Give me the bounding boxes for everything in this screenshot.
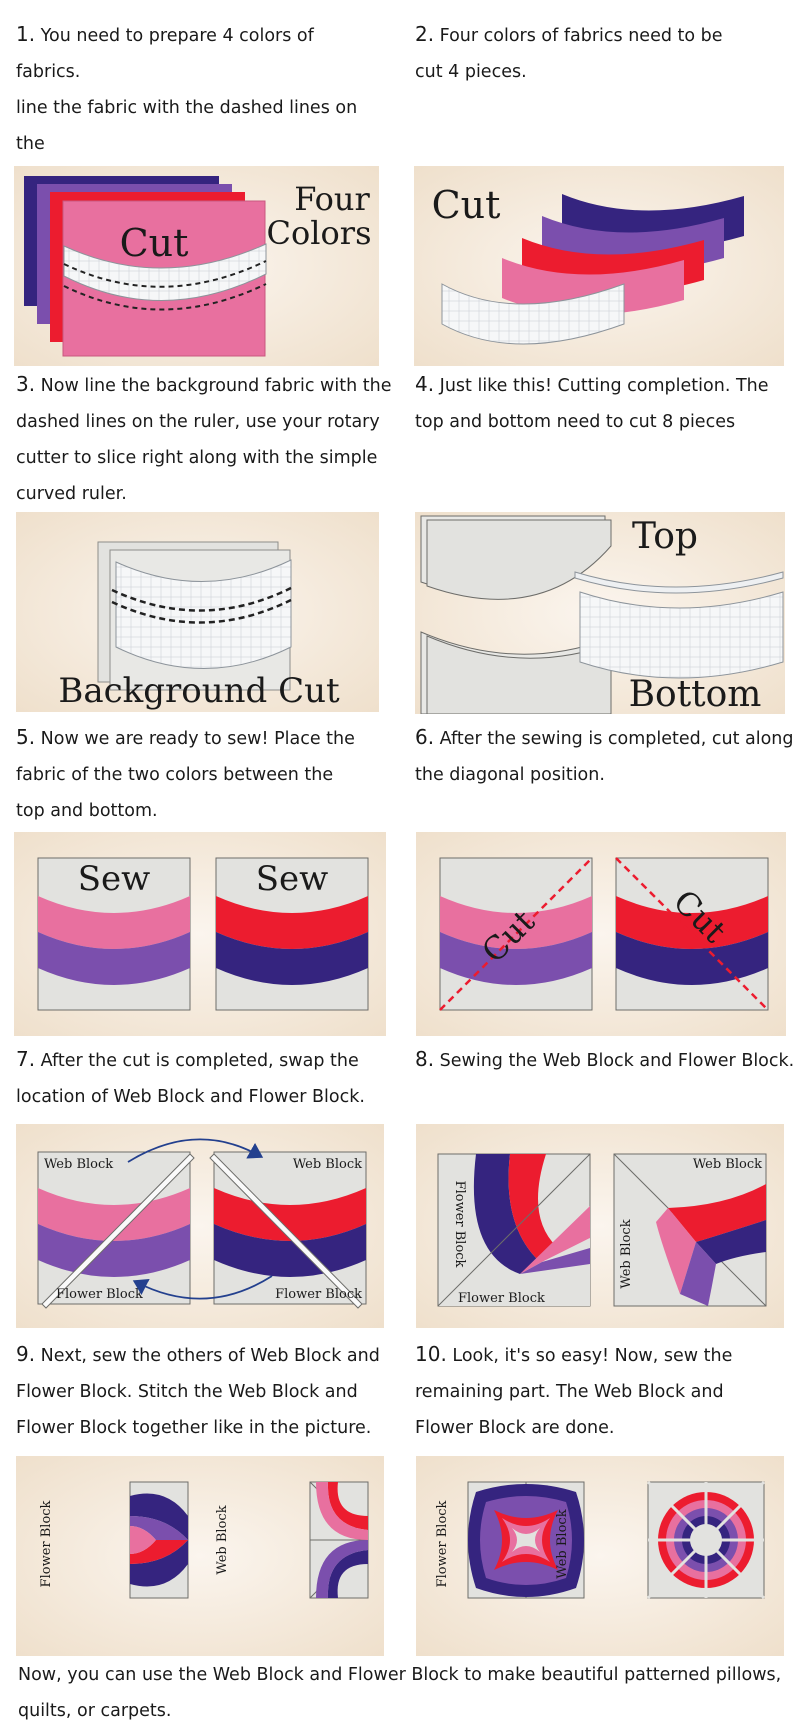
step-4-text: 4. Just like this! Cutting completion. T… [415, 372, 769, 432]
sew-block-left: Sew [37, 857, 191, 1011]
flower-block-label: Flower Block [39, 1500, 54, 1587]
web-block: Web Block Web Block [613, 1153, 767, 1307]
finished-flower-block [467, 1481, 585, 1599]
web-block-label: Web Block [693, 1157, 762, 1172]
panel-background-cut: Background Cut [16, 512, 379, 712]
flower-block-label: Flower Block [275, 1287, 362, 1302]
bottom-label: Bottom [629, 674, 762, 714]
panel-web-flower: Flower Block Flower Block Web Block Web … [416, 1124, 784, 1328]
step-5-text: 5. Now we are ready to sew! Place the fa… [16, 725, 355, 821]
curved-ruler [115, 559, 292, 669]
ruler-piece [441, 283, 625, 345]
ruler [579, 591, 784, 679]
colors-label: Colors [267, 214, 372, 252]
web-block-label: Web Block [293, 1157, 362, 1172]
panel-top-bottom: Top Bottom [415, 512, 785, 714]
footer-text: Now, you can use the Web Block and Flowe… [18, 1665, 782, 1721]
flower-block-label: Flower Block [56, 1287, 143, 1302]
four-label: Four [294, 180, 370, 218]
step-2-text: 2. Four colors of fabrics need to be cut… [415, 22, 723, 82]
curved-ruler [63, 243, 267, 301]
web-block-label: Web Block [555, 1509, 570, 1578]
panel-swap: Web Block Flower Block Web Block Flower … [16, 1124, 384, 1328]
flower-block-label: Flower Block [458, 1291, 545, 1306]
flower-block-label: Flower Block [452, 1181, 467, 1268]
step-10-text: 10. Look, it's so easy! Now, sew the rem… [415, 1342, 733, 1438]
panel-cut-pieces: Cut [414, 166, 784, 366]
web-block-label: Web Block [619, 1219, 634, 1288]
web-block-label: Web Block [215, 1505, 230, 1574]
cut-label: Cut [432, 183, 501, 227]
panel-stitch-halves: Flower Block Web Block [16, 1456, 384, 1656]
finished-web-block [646, 1480, 766, 1600]
cut-block-right: Cut [615, 857, 769, 1011]
background-cut-label: Background Cut [58, 671, 340, 711]
step-9-text: 9. Next, sew the others of Web Block and… [16, 1342, 380, 1438]
panel-sew: Sew Sew [14, 832, 386, 1036]
swap-block-left: Web Block Flower Block [37, 1151, 195, 1309]
piece-pink [502, 258, 684, 315]
cut-label: Cut [120, 221, 189, 265]
top-label: Top [632, 516, 698, 557]
panel-four-colors: Cut Four Colors [14, 166, 379, 366]
top-piece [426, 519, 612, 600]
flower-half-column [129, 1481, 189, 1599]
web-half-column [309, 1481, 369, 1599]
sew-label: Sew [78, 859, 151, 899]
sew-block-right: Sew [215, 857, 369, 1011]
panel-finished-blocks: Flower Block Web Block [416, 1456, 784, 1656]
web-block-label: Web Block [44, 1157, 113, 1172]
step-7-text: 7. After the cut is completed, swap the … [16, 1047, 365, 1107]
swap-arrow-icon [127, 1138, 264, 1163]
flower-block: Flower Block Flower Block [437, 1153, 591, 1307]
step-8-text: 8. Sewing the Web Block and Flower Block… [415, 1047, 795, 1071]
sew-label: Sew [256, 859, 329, 899]
cut-block-left: Cut [439, 857, 593, 1011]
flower-block-label: Flower Block [435, 1500, 450, 1587]
swap-block-right: Web Block Flower Block [209, 1151, 367, 1309]
swap-arrow-icon [132, 1275, 273, 1300]
step-6-text: 6. After the sewing is completed, cut al… [415, 725, 794, 785]
step-3-text: 3. Now line the background fabric with t… [16, 372, 392, 504]
panel-diagonal-cut: Cut Cut [416, 832, 786, 1036]
